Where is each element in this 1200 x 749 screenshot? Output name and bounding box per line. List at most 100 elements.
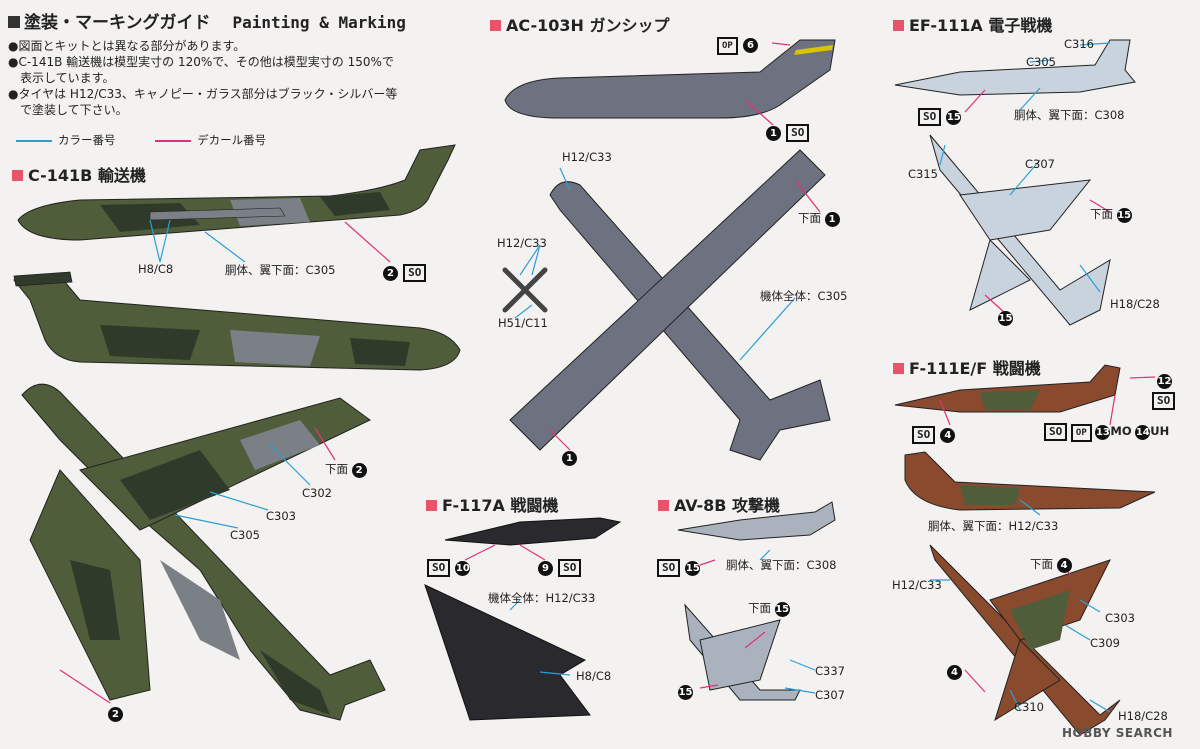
av8-top-view — [684, 603, 801, 701]
f117-decal-left: SO 10 — [427, 556, 471, 577]
f111-side-view-1 — [894, 364, 1121, 413]
f111-decal-group-left: SO 4 — [912, 423, 956, 444]
note-line: ●C-141B 輸送機は模型実寸の 120%で、その他は模型実寸の 150%で — [8, 55, 394, 69]
ef111-under-label: 下面 15 — [1090, 207, 1132, 223]
notes-block: ●図面とキットとは異なる部分があります。 ●C-141B 輸送機は模型実寸の 1… — [8, 38, 397, 118]
av8-title: AV-8B 攻撃機 — [658, 492, 780, 516]
ef111-top-view — [929, 134, 1111, 326]
ef111-side-view — [894, 39, 1136, 96]
op-badge: OP — [717, 37, 738, 55]
f111-c303-label: C303 — [1105, 611, 1135, 625]
decal-number-4: 4 — [940, 428, 956, 443]
decal-leader-lines — [59, 42, 1156, 704]
f111-h18-label: H18/C28 — [1118, 709, 1168, 723]
propeller-view — [502, 267, 548, 313]
ac103-side-view — [504, 39, 836, 119]
section-square-icon — [426, 500, 437, 511]
av8-c337-label: C337 — [815, 664, 845, 678]
so-badge: SO — [427, 559, 451, 577]
color-leader-lines — [149, 42, 1111, 713]
decal-number-2: 2 — [351, 463, 367, 478]
f111-h12-label: H12/C33 — [892, 578, 942, 592]
so-badge: SO — [558, 559, 582, 577]
ac103-prop-h12-label: H12/C33 — [497, 236, 547, 250]
ac103-so-decal: 1 SO — [766, 121, 810, 142]
ef111-bottom-decal: 15 — [998, 306, 1013, 326]
decal-number-15: 15 — [998, 311, 1013, 326]
ac103-whole-label: 機体全体：C305 — [760, 289, 848, 303]
decal-number-15: 15 — [774, 602, 790, 617]
color-legend-line — [16, 139, 52, 142]
f111-decal-4-bottom: 4 — [947, 660, 962, 680]
decal-number-15: 15 — [678, 685, 693, 700]
decal-number-15: 15 — [946, 110, 962, 125]
decal-number-1: 1 — [824, 212, 840, 227]
ef111-h18-label: H18/C28 — [1110, 297, 1160, 311]
so-badge: SO — [918, 108, 942, 126]
f111-body-label: 胴体、翼下面：H12/C33 — [928, 519, 1059, 533]
av8-decal-group: SO 15 — [657, 556, 701, 577]
c141-top-view — [21, 383, 386, 721]
note-line: で塗装して下さい。 — [8, 103, 128, 117]
ac103-h51-label: H51/C11 — [498, 316, 548, 330]
decal-number-2: 2 — [383, 266, 398, 281]
decal-number-6: 6 — [742, 38, 758, 53]
c141-title: C-141B 輸送機 — [12, 162, 146, 186]
ef111-c305-label: C305 — [1026, 55, 1056, 69]
ac103-h12-label: H12/C33 — [562, 150, 612, 164]
c141-body-label: 胴体、翼下面：C305 — [225, 263, 336, 277]
decal-legend-line — [155, 139, 192, 142]
ef111-c316-label: C316 — [1064, 37, 1094, 51]
c141-c302-label: C302 — [302, 486, 332, 500]
title-en: Painting & Marking — [232, 13, 406, 32]
decal-number-14: 14 — [1135, 425, 1151, 440]
c141-decal-group: 2 SO — [383, 261, 427, 282]
section-square-icon — [893, 363, 904, 374]
c141-c305-label: C305 — [230, 528, 260, 542]
op-badge: OP — [1070, 424, 1092, 442]
f117-decal-right: 9 SO — [538, 556, 582, 577]
av8-side-view — [677, 501, 836, 541]
f111-top-view — [929, 544, 1121, 736]
title-square-icon — [8, 16, 20, 28]
c141-side-view-2 — [13, 271, 461, 371]
decal-number-4: 4 — [947, 665, 962, 680]
f111-title: F-111E/F 戦闘機 — [893, 355, 1041, 379]
so-badge: SO — [1152, 392, 1176, 410]
f117-title: F-117A 戦闘機 — [426, 492, 558, 516]
c141-under-label: 下面 2 — [325, 461, 367, 478]
decal-number-10: 10 — [455, 561, 471, 576]
f111-decal-group-right: SO OP 13MO 14UH — [1044, 423, 1169, 442]
mo-label: MO — [1110, 424, 1132, 438]
uh-label: UH — [1150, 424, 1170, 438]
so-badge: SO — [912, 426, 936, 444]
watermark-logo: HOBBY SEARCH — [1062, 726, 1173, 740]
note-line: ●図面とキットとは異なる部分があります。 — [8, 39, 246, 53]
av8-body-label: 胴体、翼下面：C308 — [726, 558, 837, 572]
f117-whole-label: 機体全体：H12/C33 — [488, 591, 596, 605]
section-square-icon — [12, 170, 23, 181]
decal-number-9: 9 — [538, 561, 553, 576]
ef111-c315-label: C315 — [908, 167, 938, 181]
decal-number-15: 15 — [685, 561, 701, 576]
so-badge: SO — [657, 559, 681, 577]
ef111-title: EF-111A 電子戦機 — [893, 12, 1052, 36]
c141-side-view-1 — [17, 144, 456, 241]
ef111-decal-group: SO 15 — [918, 105, 962, 126]
decal-number-13: 13 — [1095, 425, 1111, 440]
section-square-icon — [490, 20, 501, 31]
so-badge: SO — [786, 124, 810, 142]
ef111-body-label: 胴体、翼下面：C308 — [1014, 108, 1125, 122]
f111-side-view-2 — [904, 451, 1156, 511]
note-line: ●タイヤは H12/C33、キャノピー・ガラス部分はブラック・シルバー等 — [8, 87, 398, 101]
note-line: 表示しています。 — [8, 71, 115, 85]
ac103-title: AC-103H ガンシップ — [490, 12, 670, 36]
c141-c303-label: C303 — [266, 509, 296, 523]
f117-top-view — [424, 584, 591, 721]
decal-number-2: 2 — [108, 707, 123, 722]
section-square-icon — [893, 20, 904, 31]
av8-under-label: 下面 15 — [748, 601, 790, 617]
legend: カラー番号 デカール番号 — [16, 132, 266, 148]
